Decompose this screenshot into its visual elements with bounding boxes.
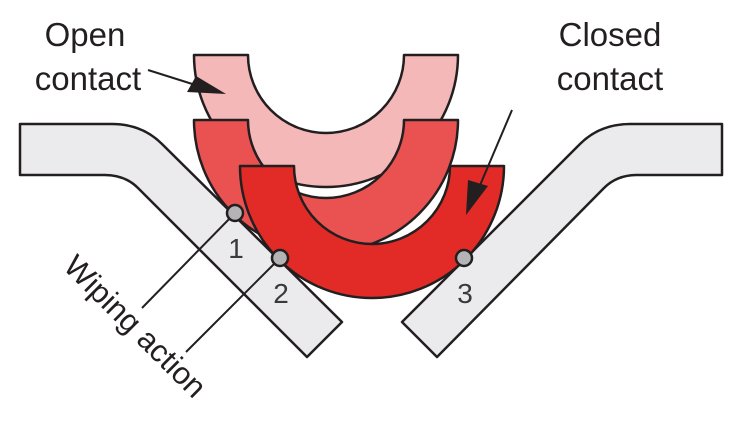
- leader-line-2: [185, 257, 281, 353]
- closed-contact-label-line2: contact: [557, 60, 663, 97]
- leader-line-1: [141, 212, 236, 309]
- point-label-2: 2: [273, 278, 289, 309]
- point-label-1: 1: [228, 233, 244, 264]
- closed-contact-arrow-line: [477, 109, 513, 191]
- wiping-action-label: Wiping action: [57, 248, 213, 404]
- open-contact-label-line2: contact: [35, 60, 141, 97]
- right-terminal: [400, 122, 724, 359]
- contact-point-1: [225, 203, 245, 223]
- closed-contact-shape: [238, 164, 506, 300]
- open-contact-arrowhead-icon: [187, 76, 226, 94]
- contact-point-3: [454, 248, 474, 268]
- closed-contact-arrowhead-icon: [466, 180, 488, 215]
- contact-point-2: [270, 248, 290, 268]
- closed-contact-label-line1: Closed: [559, 16, 662, 53]
- point-label-3: 3: [457, 278, 473, 309]
- open-contact-label-line1: Open: [45, 16, 126, 53]
- left-terminal: [18, 122, 344, 359]
